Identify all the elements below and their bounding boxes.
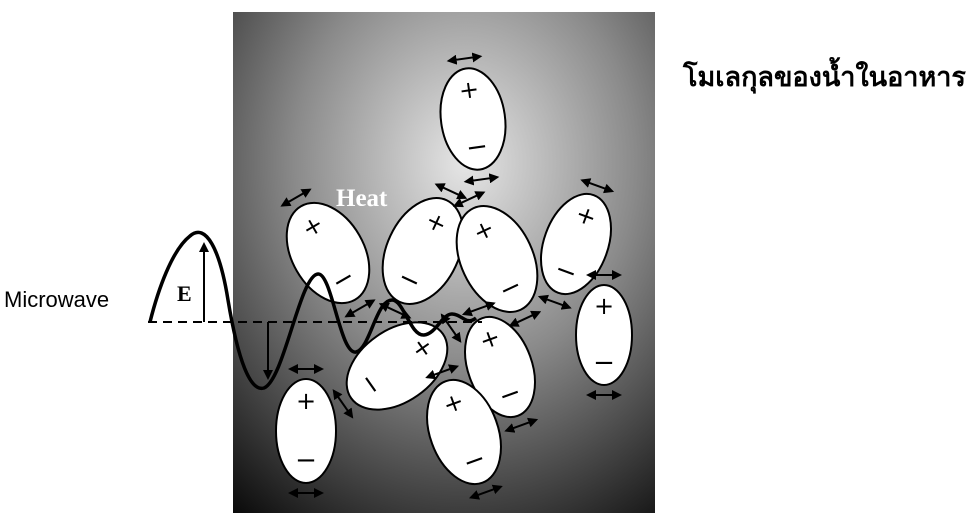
rotation-arrow-top (425, 364, 460, 380)
heat-label: Heat (336, 185, 388, 212)
water-molecule: +− (425, 364, 503, 500)
rotation-arrow-top (446, 52, 483, 65)
molecule-body (540, 192, 612, 296)
molecule-body (439, 67, 507, 171)
rotation-arrow-bottom (537, 294, 572, 310)
plus-pole: + (457, 75, 481, 106)
water-molecule: +− (575, 270, 633, 400)
water-molecules: +−+−+−+−+−+−+−+−+−+− (275, 52, 633, 500)
rotation-arrow-bottom (332, 389, 354, 419)
water-molecule: +− (461, 301, 539, 433)
water-molecule: +− (332, 313, 462, 419)
water-molecule: +− (378, 183, 468, 319)
water-molecule: +− (280, 188, 376, 318)
minus-pole: − (593, 348, 615, 378)
molecule-body (275, 378, 337, 484)
plus-pole: + (296, 387, 316, 415)
molecule-body (426, 378, 502, 486)
water-molecules-caption: โมเลกุลของน้ำในอาหาร (682, 56, 966, 94)
field-label: E (177, 281, 192, 306)
rotation-arrow-bottom (344, 299, 376, 318)
rotation-arrow-top (461, 301, 496, 317)
rotation-arrow-bottom (468, 484, 503, 500)
microwave-wave (148, 230, 478, 390)
rotation-arrow-top (580, 178, 615, 194)
rotation-arrow-top (280, 188, 312, 207)
minus-pole: − (295, 445, 317, 475)
rotation-arrow-bottom (508, 310, 542, 327)
minus-pole: − (464, 131, 490, 164)
molecule-body (464, 315, 536, 419)
rotation-arrow-top (452, 191, 486, 208)
water-molecule: +− (439, 52, 507, 186)
molecule-body (381, 197, 465, 305)
water-molecule: +− (275, 364, 337, 498)
molecule-body (455, 205, 539, 313)
rotation-arrow-bottom (463, 173, 500, 186)
microwave-label: Microwave (4, 287, 109, 312)
water-molecule: +− (452, 191, 542, 327)
rotation-arrow-bottom (504, 417, 539, 433)
plus-pole: + (594, 292, 614, 320)
molecule-body (575, 284, 633, 386)
water-molecule: +− (537, 178, 615, 310)
